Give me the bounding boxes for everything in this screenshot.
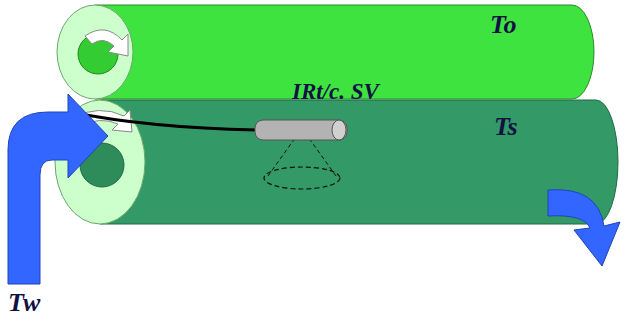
water-inlet-arrow: [8, 94, 108, 284]
rotation-arrow: [85, 30, 128, 56]
temperature-label: Ts: [494, 114, 518, 140]
probe-tip: [332, 120, 346, 140]
temperature-label: Tw: [8, 290, 40, 316]
water-outlet-arrow: [548, 190, 620, 266]
measuring-spot: [264, 167, 340, 189]
sensor-label: IRt/c. SV: [292, 80, 379, 103]
top-roller-end: [57, 5, 133, 99]
temperature-label: To: [490, 12, 517, 38]
ir-probe: [255, 120, 347, 140]
bottom-roller: [100, 100, 618, 224]
